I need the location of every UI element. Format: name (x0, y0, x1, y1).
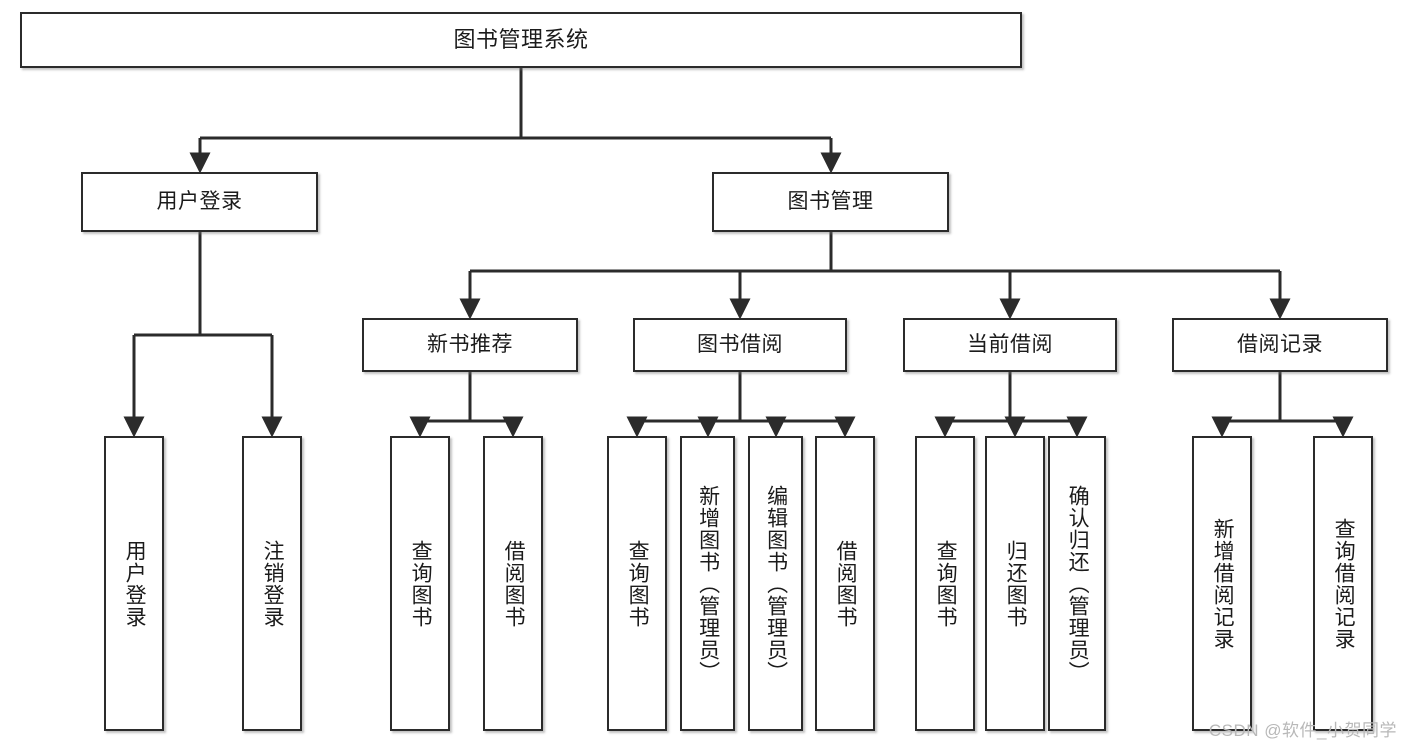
node-label: 确认归还（管理员） (1066, 484, 1090, 683)
node-label: 归还图书 (1004, 539, 1028, 628)
node-label: 图书管理系统 (453, 27, 589, 53)
node-label: 查询图书 (409, 539, 433, 628)
node-label: 图书借阅 (697, 332, 783, 356)
node-leaf-edit-book[interactable]: 编辑图书（管理员） (748, 436, 803, 731)
node-leaf-logout[interactable]: 注销登录 (242, 436, 302, 731)
node-label: 新书推荐 (427, 332, 513, 356)
node-leaf-user-login[interactable]: 用户登录 (104, 436, 164, 731)
node-label: 查询图书 (626, 539, 650, 628)
node-label: 借阅记录 (1237, 332, 1323, 356)
node-label: 用户登录 (123, 539, 147, 628)
node-root[interactable]: 图书管理系统 (20, 12, 1022, 68)
node-user-login[interactable]: 用户登录 (81, 172, 318, 232)
node-leaf-add-record[interactable]: 新增借阅记录 (1192, 436, 1252, 731)
node-label: 注销登录 (261, 539, 285, 628)
node-label: 编辑图书（管理员） (764, 484, 788, 683)
node-label: 借阅图书 (834, 539, 858, 628)
node-leaf-borrow-book-2[interactable]: 借阅图书 (815, 436, 875, 731)
node-new-book[interactable]: 新书推荐 (362, 318, 578, 372)
node-leaf-return-book[interactable]: 归还图书 (985, 436, 1045, 731)
node-leaf-query-book-1[interactable]: 查询图书 (390, 436, 450, 731)
node-label: 借阅图书 (502, 539, 526, 628)
node-current-borrow[interactable]: 当前借阅 (903, 318, 1117, 372)
node-leaf-query-book-2[interactable]: 查询图书 (607, 436, 667, 731)
node-leaf-query-record[interactable]: 查询借阅记录 (1313, 436, 1373, 731)
node-leaf-query-book-3[interactable]: 查询图书 (915, 436, 975, 731)
node-label: 当前借阅 (967, 332, 1053, 356)
node-leaf-confirm-return[interactable]: 确认归还（管理员） (1048, 436, 1106, 731)
node-leaf-add-book[interactable]: 新增图书（管理员） (680, 436, 735, 731)
node-label: 新增借阅记录 (1211, 517, 1235, 650)
node-label: 查询借阅记录 (1332, 517, 1356, 650)
node-borrow-record[interactable]: 借阅记录 (1172, 318, 1388, 372)
node-label: 图书管理 (787, 189, 874, 213)
node-label: 新增图书（管理员） (696, 484, 720, 683)
node-label: 查询图书 (934, 539, 958, 628)
node-leaf-borrow-book-1[interactable]: 借阅图书 (483, 436, 543, 731)
node-borrow[interactable]: 图书借阅 (633, 318, 847, 372)
node-book-manage[interactable]: 图书管理 (712, 172, 949, 232)
node-label: 用户登录 (156, 189, 243, 213)
